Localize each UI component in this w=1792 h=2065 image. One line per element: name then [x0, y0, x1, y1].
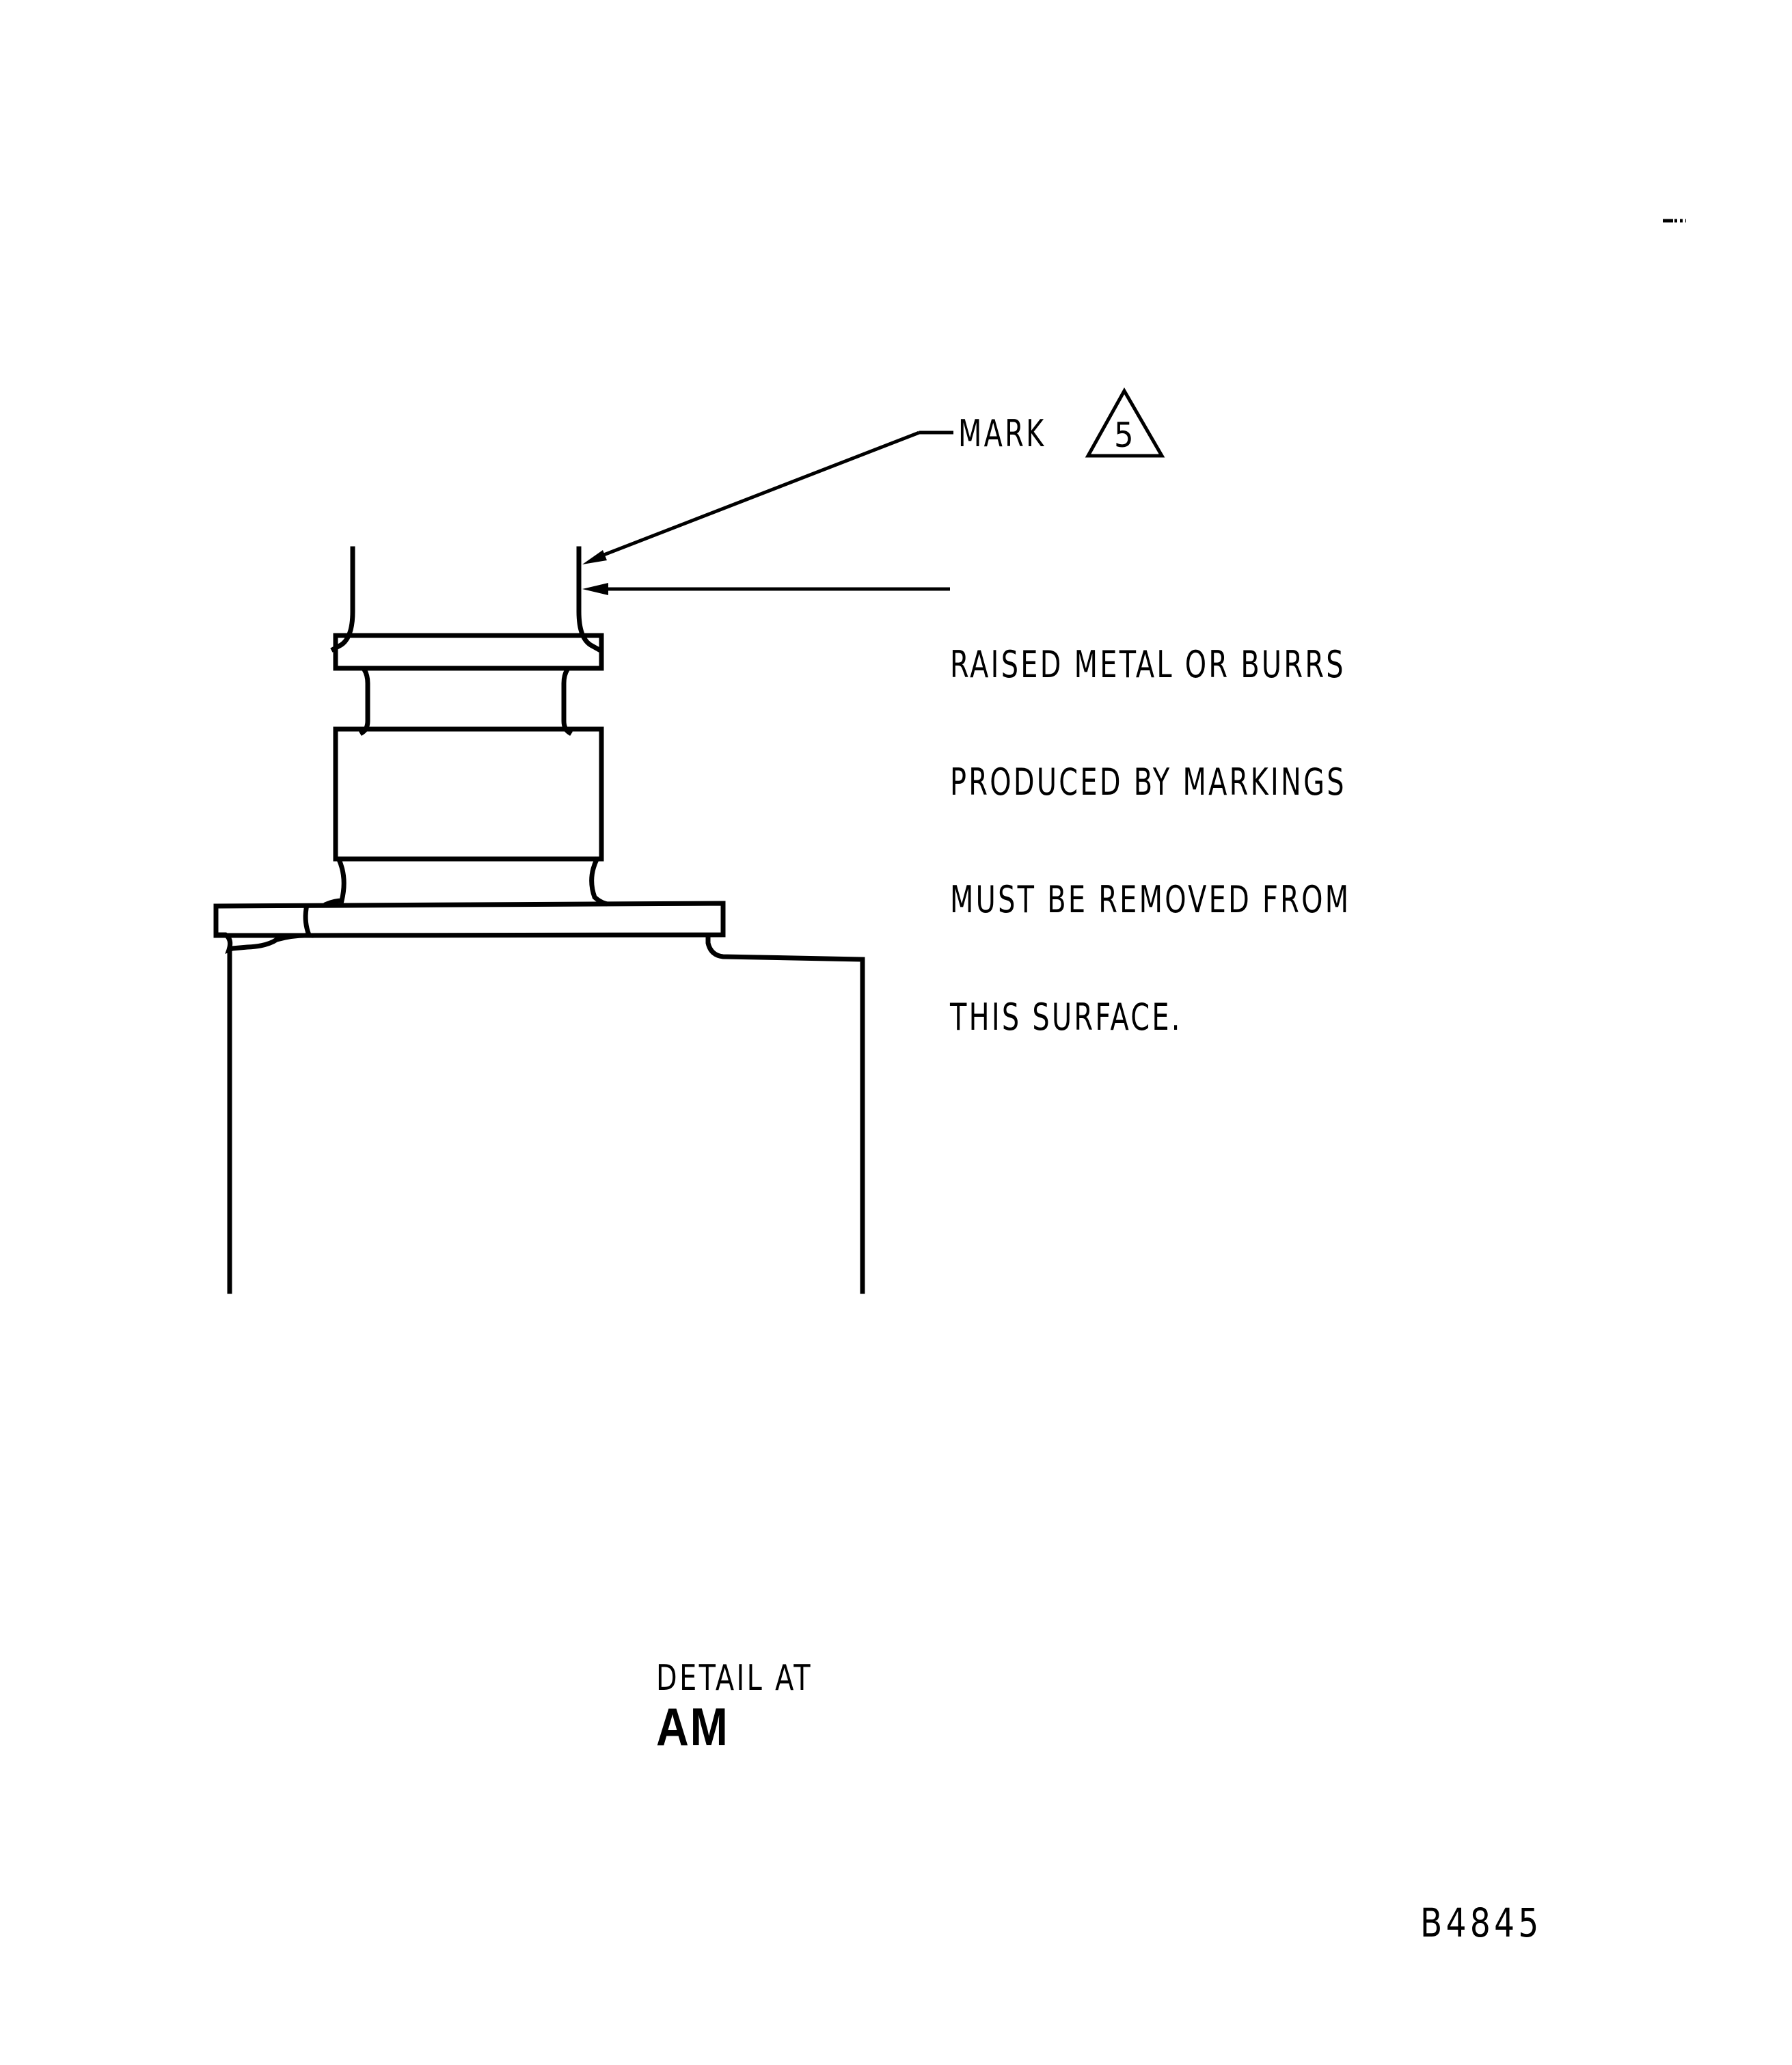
surface-note-line-2: PRODUCED BY MARKINGS — [950, 761, 1346, 804]
base-flange — [213, 901, 726, 938]
surface-leader — [582, 583, 950, 595]
caption-prefix: DETAIL AT — [656, 1658, 813, 1699]
fillets — [323, 856, 608, 907]
mark-label: MARK — [958, 412, 1046, 455]
caption-reference: AM — [656, 1697, 729, 1757]
surface-note-line-1: RAISED METAL OR BURRS — [950, 643, 1346, 686]
surface-note-line-3: MUST BE REMOVED FROM — [950, 878, 1351, 921]
upper-collar — [333, 633, 604, 671]
lower-body — [213, 932, 865, 1294]
flag-note-number: 5 — [1114, 415, 1134, 455]
surface-note: RAISED METAL OR BURRS PRODUCED BY MARKIN… — [950, 573, 1350, 1080]
note-flag-triangle-icon — [1085, 387, 1165, 458]
figure-number: B4845 — [1420, 1900, 1543, 1946]
surface-note-line-4: THIS SURFACE. — [950, 996, 1182, 1039]
neck — [359, 666, 573, 736]
body-block — [333, 726, 604, 862]
mark-leader — [582, 430, 953, 564]
detail-caption: DETAIL AT AM — [634, 1625, 813, 1753]
